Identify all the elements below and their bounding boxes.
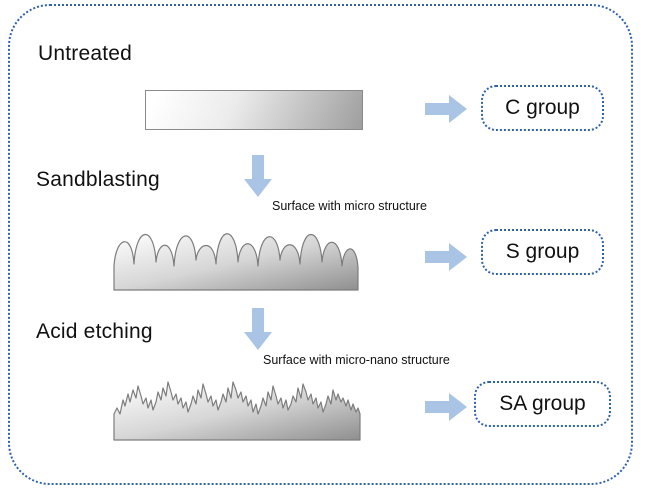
- step-label-sandblasting: Sandblasting: [36, 168, 160, 191]
- arrow-right-icon: [425, 393, 467, 421]
- group-box-c: C group: [481, 85, 604, 131]
- arrow-right-icon: [425, 95, 467, 123]
- smooth-surface-image: [145, 90, 363, 130]
- arrow-down-icon: [244, 155, 272, 197]
- arrow-down-icon: [244, 308, 272, 350]
- group-label-c: C group: [505, 96, 580, 119]
- nano-surface-image: [113, 381, 361, 441]
- annotation-micro: Surface with micro structure: [272, 199, 427, 213]
- outer-dotted-border: [8, 4, 633, 485]
- arrow-right-icon: [425, 243, 467, 271]
- step-label-acid-etching: Acid etching: [36, 320, 153, 343]
- group-box-s: S group: [481, 229, 604, 275]
- group-label-s: S group: [505, 240, 580, 263]
- micro-surface-image: [113, 233, 359, 291]
- step-label-untreated: Untreated: [38, 42, 133, 65]
- annotation-micro-nano: Surface with micro-nano structure: [263, 353, 450, 367]
- group-box-sa: SA group: [474, 381, 611, 427]
- group-label-sa: SA group: [499, 392, 586, 415]
